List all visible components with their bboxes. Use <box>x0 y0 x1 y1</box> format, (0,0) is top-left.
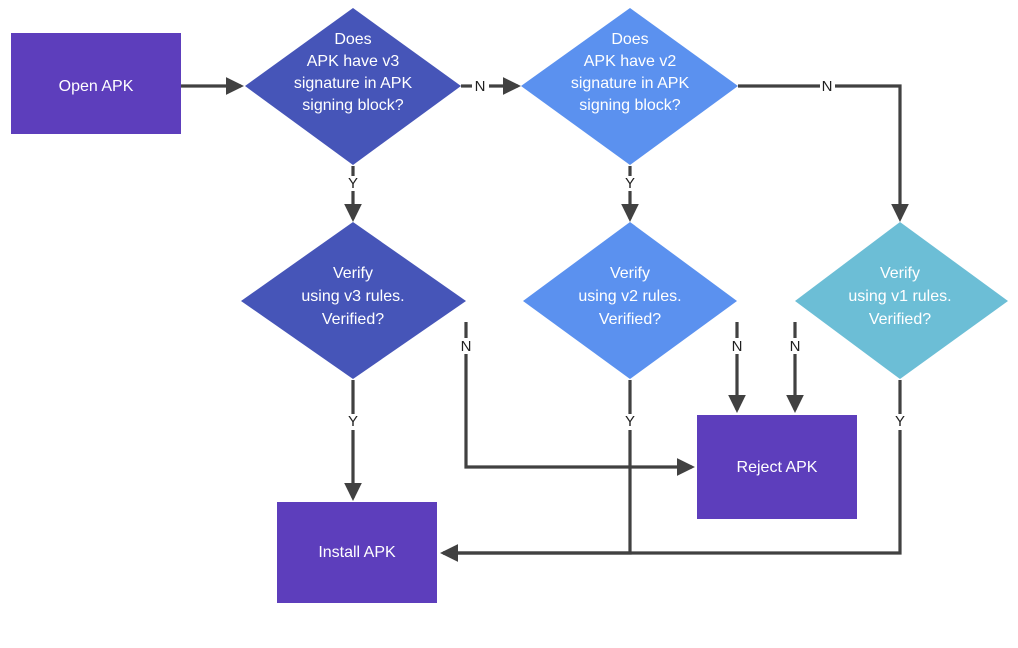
node-verify-v2[interactable]: Verify using v2 rules. Verified? <box>523 222 737 379</box>
edge-label-verify-v1-no: N <box>790 338 801 355</box>
edge-label-verify-v3-no: N <box>461 338 472 355</box>
edge-label-verify-v3-yes: Y <box>348 413 358 430</box>
install-apk-rect[interactable] <box>277 502 437 603</box>
verify-v3-diamond[interactable] <box>241 222 466 379</box>
node-has-v2-signature[interactable]: Does APK have v2 signature in APK signin… <box>521 8 738 165</box>
node-open-apk[interactable]: Open APK <box>11 33 181 134</box>
edge-label-verify-v2-no: N <box>732 338 743 355</box>
edge-verify-v3-no-to-reject <box>464 354 695 476</box>
edge-label-verify-v1-yes: Y <box>895 413 905 430</box>
edge-label-has-v3-yes: Y <box>348 175 358 192</box>
edge-verify-v1-yes-to-install <box>443 430 902 555</box>
edge-label-has-v2-yes: Y <box>625 175 635 192</box>
node-verify-v1[interactable]: Verify using v1 rules. Verified? <box>795 222 1008 379</box>
node-has-v3-signature[interactable]: Does APK have v3 signature in APK signin… <box>245 8 461 165</box>
node-install-apk[interactable]: Install APK <box>277 502 437 603</box>
verify-v1-diamond[interactable] <box>795 222 1008 379</box>
verify-v2-diamond[interactable] <box>523 222 737 379</box>
node-reject-apk[interactable]: Reject APK <box>697 415 857 519</box>
edge-label-verify-v2-yes: Y <box>625 413 635 430</box>
has-v2-diamond[interactable] <box>521 8 738 165</box>
open-apk-rect[interactable] <box>11 33 181 134</box>
edge-label-has-v3-no: N <box>475 78 486 95</box>
has-v3-diamond[interactable] <box>245 8 461 165</box>
reject-apk-rect[interactable] <box>697 415 857 519</box>
edge-label-has-v2-no: N <box>822 78 833 95</box>
edge-has-v2-no-to-verify-v1 <box>835 84 909 222</box>
edge-verify-v2-yes-to-install <box>440 430 632 562</box>
node-verify-v3[interactable]: Verify using v3 rules. Verified? <box>241 222 466 379</box>
